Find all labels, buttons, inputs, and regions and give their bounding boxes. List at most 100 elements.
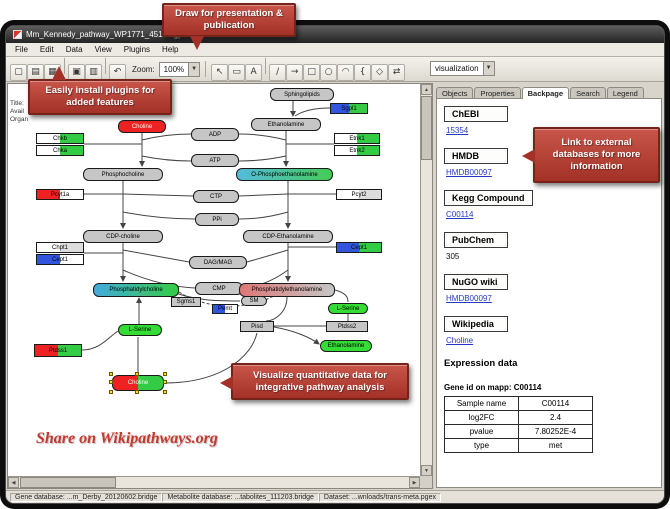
selection-handle[interactable] xyxy=(109,390,113,394)
horizontal-scroll-thumb[interactable] xyxy=(20,477,116,488)
pathway-node-ptdss1[interactable]: Ptdss1 xyxy=(34,344,82,357)
backpage-link[interactable]: HMDB00097 xyxy=(446,168,492,177)
callout-draw: Draw for presentation & publication xyxy=(162,3,296,50)
open-file-button[interactable]: ▤ xyxy=(27,63,44,81)
pathway-node-l-serine[interactable]: L-Serine xyxy=(118,324,162,336)
pathway-node-ethanolamine[interactable]: Ethanolamine xyxy=(251,118,321,131)
label-tool-button[interactable]: A xyxy=(245,63,263,81)
zoom-combo[interactable]: 100% ▼ xyxy=(158,61,201,77)
menu-view[interactable]: View xyxy=(94,45,112,54)
chevron-down-icon[interactable]: ▼ xyxy=(482,62,494,75)
pathway-node-cmp[interactable]: CMP xyxy=(195,282,243,295)
pathway-node-cept1[interactable]: Cept1 xyxy=(36,254,84,265)
oval-tool-button[interactable]: ○ xyxy=(320,63,338,81)
tab-properties[interactable]: Properties xyxy=(474,87,521,99)
pathway-node-etnk2[interactable]: Etnk2 xyxy=(334,145,380,156)
pathway-node-ptdss2[interactable]: Ptdss2 xyxy=(326,321,368,332)
horizontal-scrollbar[interactable]: ◀ ▶ xyxy=(8,476,420,488)
chevron-down-icon[interactable]: ▼ xyxy=(188,62,200,76)
scroll-up-icon[interactable]: ▲ xyxy=(421,84,432,95)
rectangle-tool-button[interactable]: □ xyxy=(303,63,321,81)
selection-handle[interactable] xyxy=(135,372,139,376)
tab-legend[interactable]: Legend xyxy=(606,87,644,99)
arrow-tool-button[interactable]: → xyxy=(286,63,304,81)
pathway-node-atp[interactable]: ATP xyxy=(191,154,239,167)
pathway-node-dag-mag[interactable]: DAG/MAG xyxy=(189,256,247,269)
tab-backpage[interactable]: Backpage xyxy=(521,87,570,99)
node-label: Sgpl1 xyxy=(341,105,357,112)
new-file-button[interactable]: ▢ xyxy=(10,63,27,81)
paste-button[interactable]: ▥ xyxy=(85,63,102,81)
pathway-node-l-serine[interactable]: L-Serine xyxy=(328,303,368,314)
pathway-node-ethanolamine[interactable]: Ethanolamine xyxy=(320,340,372,352)
shape-tool-button[interactable]: ◇ xyxy=(371,63,389,81)
vertical-scrollbar[interactable]: ▲ ▼ xyxy=(420,84,432,476)
scroll-right-icon[interactable]: ▶ xyxy=(409,477,420,488)
pathway-node-etnk1[interactable]: Etnk1 xyxy=(334,133,380,144)
connector-tool-button[interactable]: ⇄ xyxy=(388,63,406,81)
arc-tool-button[interactable]: ◠ xyxy=(337,63,355,81)
menu-file[interactable]: File xyxy=(15,45,28,54)
node-label: Phosphatidylcholine xyxy=(109,287,163,293)
pathway-node-choline[interactable]: Choline xyxy=(118,120,166,133)
line-tool-button[interactable]: ∕ xyxy=(269,63,287,81)
menu-plugins[interactable]: Plugins xyxy=(123,45,151,54)
pathway-node-phosphatidylcholine[interactable]: Phosphatidylcholine xyxy=(93,283,179,297)
selection-handle[interactable] xyxy=(109,372,113,376)
selection-handle[interactable] xyxy=(163,372,167,376)
tab-search[interactable]: Search xyxy=(570,87,606,99)
vertical-scroll-thumb[interactable] xyxy=(421,96,432,160)
backpage-link[interactable]: Choline xyxy=(446,336,474,345)
pathway-node-phosphatidylethanolamine[interactable]: Phosphatidylethanolamine xyxy=(239,283,335,297)
menu-edit[interactable]: Edit xyxy=(39,45,54,54)
visualization-combo[interactable]: visualization ▼ xyxy=(430,61,495,76)
backpage-link[interactable]: C00114 xyxy=(446,210,474,219)
pathway-node-sgpl1[interactable]: Sgpl1 xyxy=(330,103,368,114)
scrollbar-corner xyxy=(420,476,432,488)
pathway-node-cdp-ethanolamine[interactable]: CDP-Ethanolamine xyxy=(243,230,333,243)
pathway-node-o-phosphoethanolamine[interactable]: O-Phosphoethanolamine xyxy=(236,168,333,181)
undo-button[interactable]: ↶ xyxy=(109,63,126,81)
copy-button[interactable]: ▣ xyxy=(68,63,85,81)
pathway-node-ctp[interactable]: CTP xyxy=(193,190,239,203)
select-tool-button[interactable]: ↖ xyxy=(211,63,229,81)
selection-handle[interactable] xyxy=(109,380,113,384)
selection-handle[interactable] xyxy=(163,380,167,384)
pathway-node-cept1[interactable]: Cept1 xyxy=(336,242,382,253)
pathway-node-sphingolipids[interactable]: Sphingolipids xyxy=(270,88,334,101)
backpage-link[interactable]: 15354 xyxy=(446,126,469,135)
callout-link: Link to external databases for more info… xyxy=(522,127,660,183)
pathway-node-chkb[interactable]: Chkb xyxy=(36,133,84,144)
pathway-node-phosphocholine[interactable]: Phosphocholine xyxy=(83,168,163,181)
menu-data[interactable]: Data xyxy=(65,45,83,54)
backpage-link[interactable]: HMDB00097 xyxy=(446,294,492,303)
titlebar[interactable]: Mm_Kennedy_pathway_WP1771_45176.gpml xyxy=(6,26,664,43)
node-label: Pisd xyxy=(251,323,263,330)
node-label: Choline xyxy=(131,123,153,130)
pathway-node-chpt1[interactable]: Chpt1 xyxy=(36,242,84,253)
pathway-node-pemt[interactable]: Pemt xyxy=(212,304,238,314)
pathway-node-adp[interactable]: ADP xyxy=(191,128,239,141)
node-label: Phosphocholine xyxy=(101,171,145,178)
menu-help[interactable]: Help xyxy=(162,45,179,54)
pathway-node-cdp-choline[interactable]: CDP-choline xyxy=(83,230,163,243)
pathway-node-chka[interactable]: Chka xyxy=(36,145,84,156)
scroll-left-icon[interactable]: ◀ xyxy=(8,477,19,488)
pathway-node-pcyt1a[interactable]: Pcyt1a xyxy=(36,189,84,200)
selection-handle[interactable] xyxy=(135,390,139,394)
datanode-tool-button[interactable]: ▭ xyxy=(228,63,246,81)
pathway-node-pisd[interactable]: Pisd xyxy=(240,321,274,332)
pathway-node-ppi[interactable]: PPi xyxy=(195,213,239,226)
brace-tool-button[interactable]: { xyxy=(354,63,372,81)
pathway-node-sm[interactable]: SM xyxy=(241,296,267,306)
pathway-node-sgms1[interactable]: Sgms1 xyxy=(171,297,201,307)
scroll-down-icon[interactable]: ▼ xyxy=(421,465,432,476)
pathway-node-choline[interactable]: Choline xyxy=(109,372,167,394)
selection-handle[interactable] xyxy=(163,390,167,394)
tab-objects[interactable]: Objects xyxy=(436,87,474,99)
pathway-node-pcyt2[interactable]: Pcyt2 xyxy=(336,189,382,200)
